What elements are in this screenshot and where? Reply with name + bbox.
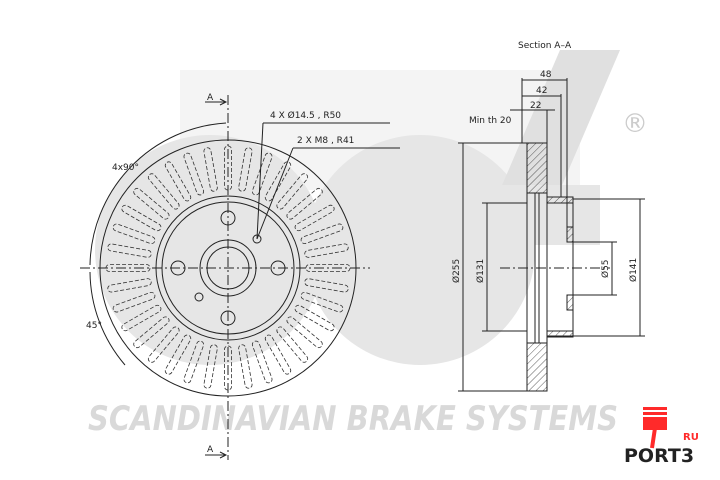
- vent-slot: [121, 204, 162, 232]
- vent-slot: [264, 161, 292, 202]
- vent-slot: [121, 304, 162, 332]
- vent-slot: [203, 344, 218, 389]
- vent-slot: [294, 304, 335, 332]
- thread-hole: [194, 292, 204, 302]
- vent-slot: [238, 344, 253, 389]
- vent-slot: [107, 243, 152, 258]
- note-threads: 2 X M8 , R41: [297, 136, 354, 146]
- angle-label: 4x90°: [112, 163, 139, 173]
- vent-slot: [147, 173, 180, 210]
- brand-tagline: SCANDINAVIAN BRAKE SYSTEMS: [88, 399, 618, 439]
- angle-label-45: 45°: [86, 321, 102, 331]
- vent-slot: [300, 291, 344, 313]
- vent-slot: [300, 223, 344, 245]
- vent-slot: [164, 161, 192, 202]
- port3-logo: PORT3 RU: [624, 407, 699, 467]
- section-marker-top: A: [207, 93, 214, 103]
- vent-slot: [276, 326, 309, 363]
- vent-slot: [304, 278, 349, 293]
- logo-name: PORT3: [624, 445, 694, 467]
- section-marker-bottom: A: [207, 445, 214, 455]
- note-bolt-holes: 4 X Ø14.5 , R50: [270, 110, 341, 121]
- vent-slot: [147, 326, 180, 363]
- dim-48: 48: [540, 70, 552, 80]
- vent-slot: [286, 187, 323, 220]
- vent-slot: [238, 147, 253, 192]
- sbs-watermark: [95, 50, 620, 365]
- vent-slot: [133, 187, 170, 220]
- vent-slot: [133, 316, 170, 349]
- vent-slot: [203, 147, 218, 192]
- dim-22: 22: [530, 101, 541, 111]
- vent-slot: [304, 243, 349, 258]
- dim-42: 42: [536, 86, 547, 96]
- vent-slot: [294, 204, 335, 232]
- dim-141: Ø141: [628, 258, 639, 282]
- dim-255: Ø255: [451, 259, 462, 283]
- vent-slot: [264, 334, 292, 375]
- dim-55: Ø55: [600, 259, 611, 278]
- registered-mark: ®: [622, 109, 648, 139]
- dim-131: Ø131: [475, 259, 486, 283]
- vent-slot: [164, 334, 192, 375]
- min-thickness: Min th 20: [469, 116, 512, 126]
- vent-slot: [183, 152, 205, 196]
- section-title: Section A–A: [518, 41, 572, 51]
- vent-slot: [183, 340, 205, 384]
- vent-slot: [251, 152, 273, 196]
- vent-slot: [112, 223, 156, 245]
- section-view: [458, 78, 645, 392]
- logo-suffix: RU: [683, 432, 699, 443]
